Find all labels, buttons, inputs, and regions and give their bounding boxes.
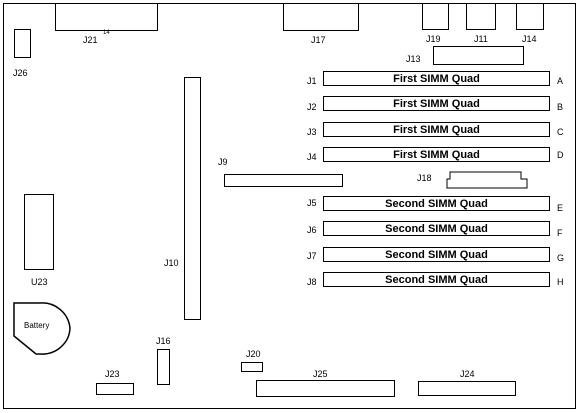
label-u23: U23 [31, 277, 48, 287]
label-j19: J19 [426, 34, 441, 44]
label-j14: J14 [522, 34, 537, 44]
connector-j16 [157, 349, 170, 385]
simm-letter-d: D [557, 150, 564, 160]
label-j11: J11 [474, 34, 488, 44]
connector-j26 [14, 29, 31, 58]
simm-letter-b: B [557, 102, 564, 112]
simm-slot-label: Second SIMM Quad [385, 222, 488, 235]
label-j23: J23 [105, 369, 120, 379]
simm-id-j8: J8 [307, 277, 317, 287]
connector-j13 [433, 46, 524, 65]
simm-slot-a: First SIMM Quad [323, 71, 550, 86]
label-j21: J21 [83, 35, 98, 45]
simm-slot-h: Second SIMM Quad [323, 272, 550, 287]
connector-j19 [422, 3, 449, 30]
connector-j17 [283, 3, 359, 31]
battery-outline [13, 302, 71, 355]
label-j9: J9 [218, 157, 228, 167]
simm-slot-b: First SIMM Quad [323, 96, 550, 111]
chip-u23 [24, 194, 54, 270]
simm-id-j6: J6 [307, 225, 317, 235]
label-j26: J26 [13, 68, 28, 78]
connector-j20 [241, 362, 263, 372]
label-j18: J18 [417, 173, 432, 183]
simm-id-j5: J5 [307, 198, 317, 208]
connector-j10 [184, 77, 201, 320]
simm-slot-label: First SIMM Quad [393, 123, 480, 136]
simm-letter-h: H [557, 277, 564, 287]
label-j13: J13 [406, 54, 421, 64]
simm-slot-d: First SIMM Quad [323, 147, 550, 162]
simm-id-j1: J1 [307, 76, 317, 86]
label-j16: J16 [156, 336, 171, 346]
label-j17: J17 [311, 35, 326, 45]
label-j25: J25 [313, 369, 328, 379]
label-j10: J10 [164, 258, 179, 268]
connector-j24 [418, 381, 516, 396]
simm-slot-e: Second SIMM Quad [323, 196, 550, 211]
simm-slot-g: Second SIMM Quad [323, 247, 550, 262]
connector-j9 [224, 174, 343, 187]
simm-slot-label: First SIMM Quad [393, 97, 480, 110]
simm-slot-label: Second SIMM Quad [385, 248, 488, 261]
label-j24: J24 [460, 369, 475, 379]
simm-id-j4: J4 [307, 152, 317, 162]
simm-letter-f: F [557, 228, 563, 238]
connector-j11 [466, 3, 496, 30]
simm-slot-label: First SIMM Quad [393, 72, 480, 85]
battery-label: Battery [24, 321, 50, 330]
label-j20: J20 [246, 349, 261, 359]
connector-j18-shape [446, 171, 528, 189]
connector-j21 [55, 3, 158, 31]
label-j21-pin-mark: 14 [103, 30, 110, 36]
connector-j25 [256, 380, 395, 397]
simm-slot-c: First SIMM Quad [323, 122, 550, 137]
simm-id-j7: J7 [307, 251, 317, 261]
simm-slot-label: Second SIMM Quad [385, 197, 488, 210]
simm-letter-a: A [557, 76, 564, 86]
connector-j14 [516, 3, 544, 30]
simm-id-j2: J2 [307, 102, 317, 112]
simm-slot-f: Second SIMM Quad [323, 221, 550, 236]
connector-j23 [96, 383, 134, 395]
simm-slot-label: First SIMM Quad [393, 148, 480, 161]
simm-letter-e: E [557, 203, 564, 213]
simm-slot-label: Second SIMM Quad [385, 273, 488, 286]
simm-letter-g: G [557, 253, 565, 263]
simm-id-j3: J3 [307, 127, 317, 137]
simm-letter-c: C [557, 127, 564, 137]
